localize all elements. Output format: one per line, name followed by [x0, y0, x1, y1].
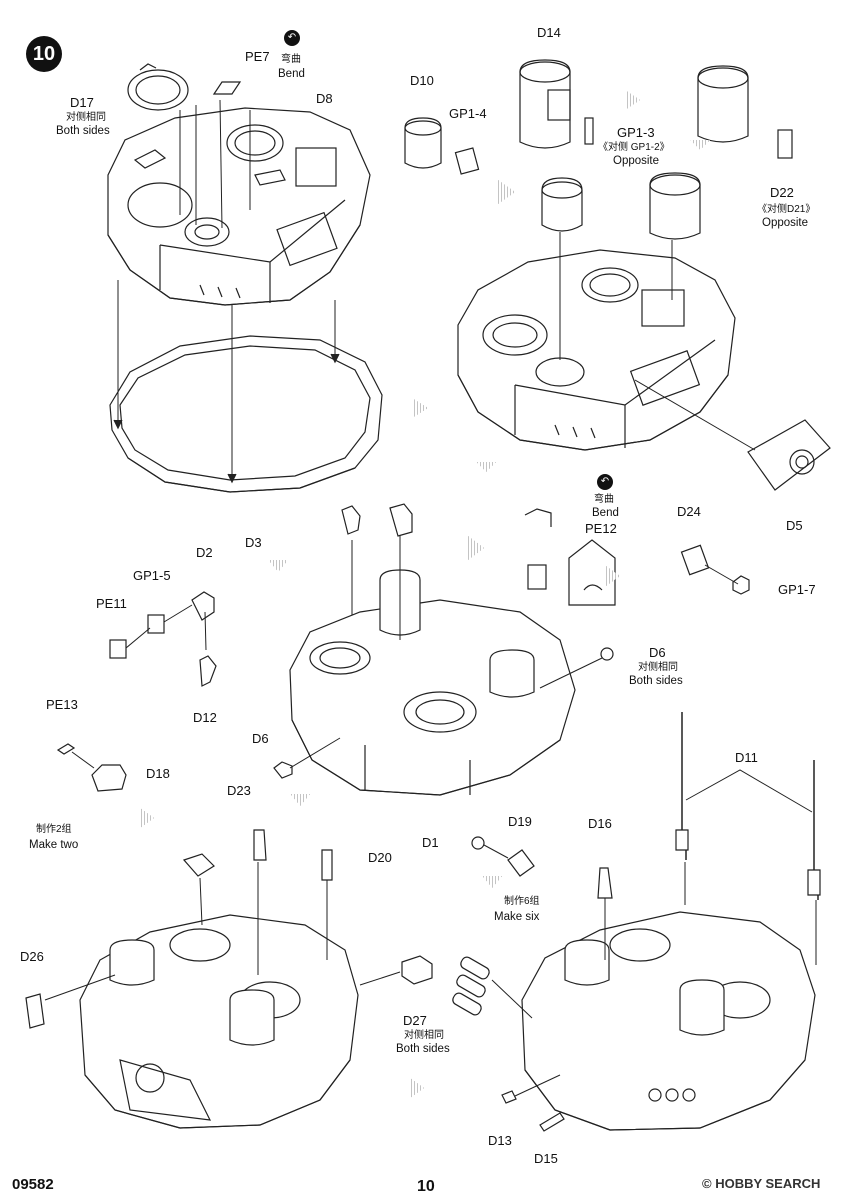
label-gp1-3: GP1-3	[617, 125, 655, 140]
turret-bottom-right	[521, 911, 816, 1131]
label-d26: D26	[20, 949, 44, 964]
label-d22-opp-en: Opposite	[762, 217, 809, 229]
label-d27: D27	[403, 1013, 427, 1028]
watermark: © HOBBY SEARCH	[702, 1176, 821, 1191]
turret-middle	[289, 569, 576, 796]
label-d17: D17	[70, 95, 94, 110]
label-d12: D12	[193, 710, 217, 725]
label-d10: D10	[410, 73, 434, 88]
label-d24: D24	[677, 504, 701, 519]
label-d6-both-zh: 对侧相同	[638, 662, 678, 673]
label-pe12-bend-zh: 弯曲	[594, 494, 614, 505]
label-make-two-en: Make two	[29, 839, 79, 851]
label-pe7: PE7	[245, 49, 270, 64]
label-d22-opp-zh: 《对侧D21》	[757, 204, 816, 215]
label-pe12-bend-en: Bend	[592, 507, 619, 519]
part-d10	[404, 117, 442, 169]
label-d19: D19	[508, 814, 532, 829]
label-d22: D22	[770, 185, 794, 200]
label-d18: D18	[146, 766, 170, 781]
flow-arrows	[140, 90, 710, 1098]
label-gp1-4: GP1-4	[449, 106, 487, 121]
label-d23: D23	[227, 783, 251, 798]
bend-arrow-icon: ↶	[597, 474, 613, 490]
part-cupola-mid-right	[649, 172, 701, 240]
turret-top-left	[107, 107, 371, 306]
label-gp1-7: GP1-7	[778, 582, 816, 597]
label-pe13: PE13	[46, 697, 78, 712]
label-pe12: PE12	[585, 521, 617, 536]
label-d27-both-zh: 对侧相同	[404, 1030, 444, 1041]
label-gp1-5: GP1-5	[133, 568, 171, 583]
label-gp1-3-opp-zh: 《对侧 GP1-2》	[598, 142, 670, 153]
part-d14	[519, 59, 571, 149]
turret-bottom-left	[79, 914, 359, 1129]
label-d17-both-en: Both sides	[56, 125, 110, 137]
label-d8: D8	[316, 91, 333, 106]
label-pe7-bend-en: Bend	[278, 68, 305, 80]
part-d3-ring	[109, 335, 383, 493]
label-d17-both-zh: 对侧相同	[66, 112, 106, 123]
label-d6-left: D6	[252, 731, 269, 746]
label-d15: D15	[534, 1151, 558, 1166]
label-d6-right: D6	[649, 645, 666, 660]
bend-arrow-icon: ↶	[284, 30, 300, 46]
part-smoke-dischargers	[452, 956, 490, 1016]
part-d22	[697, 65, 749, 143]
product-code: 09582	[12, 1176, 54, 1193]
part-d5	[747, 419, 831, 491]
label-d11: D11	[735, 750, 758, 765]
label-d1: D1	[422, 835, 439, 850]
page-number: 10	[417, 1178, 435, 1195]
turret-top-right	[457, 249, 736, 451]
label-gp1-3-opp-en: Opposite	[613, 155, 660, 167]
label-pe7-bend-zh: 弯曲	[281, 54, 301, 65]
part-pe7	[212, 81, 242, 95]
part-periscope-mid	[541, 177, 583, 232]
part-d17-hatch	[127, 63, 189, 111]
label-d13: D13	[488, 1133, 512, 1148]
label-make-two-zh: 制作2组	[36, 824, 72, 835]
label-d5: D5	[786, 518, 803, 533]
label-d2: D2	[196, 545, 213, 560]
label-make-six-zh: 制作6组	[504, 896, 540, 907]
parts-left-small	[109, 591, 217, 687]
label-make-six-en: Make six	[494, 911, 540, 923]
label-d27-both-en: Both sides	[396, 1043, 450, 1055]
label-d3: D3	[245, 535, 262, 550]
label-d6-both-en: Both sides	[629, 675, 683, 687]
step-number-badge: 10	[26, 36, 62, 72]
label-d20: D20	[368, 850, 392, 865]
label-pe11: PE11	[96, 596, 127, 611]
label-d14: D14	[537, 25, 561, 40]
label-d16: D16	[588, 816, 612, 831]
